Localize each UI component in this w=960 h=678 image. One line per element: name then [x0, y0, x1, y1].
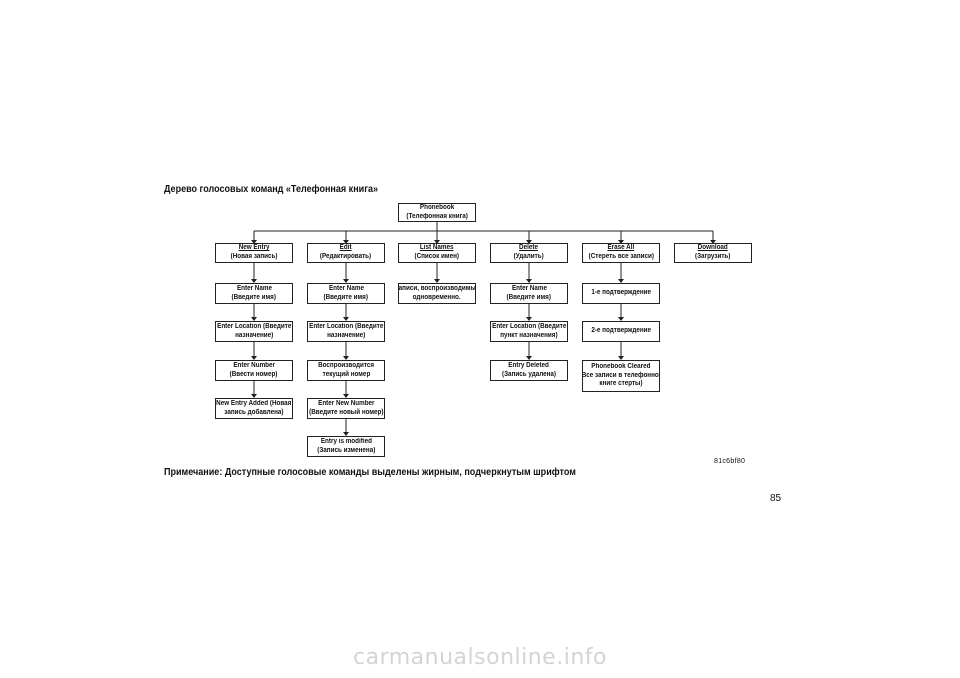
- erase-all-step-node: 1-е подтверждение: [582, 283, 660, 304]
- new-entry-step-node: New Entry Added (Новая запись добавлена): [215, 398, 293, 419]
- node-label: Воспроизводится: [318, 361, 374, 369]
- node-sublabel: (Введите имя): [231, 293, 277, 301]
- delete-step-node: Entry Deleted (Запись удалена): [490, 360, 568, 381]
- edit-step-node: Entry is modified (Запись изменена): [307, 436, 385, 457]
- edit-step-node: Enter Name (Введите имя): [307, 283, 385, 304]
- edit-command-node: Edit (Редактировать): [307, 243, 385, 263]
- new-entry-command-node: New Entry (Новая запись): [215, 243, 293, 263]
- node-sublabel: (Введите новый номер): [308, 408, 384, 416]
- edit-step-node: Enter New Number (Введите новый номер): [307, 398, 385, 419]
- node-sublabel: (Все записи в телефонной: [582, 371, 660, 379]
- node-label: Phonebook Cleared: [591, 363, 651, 371]
- node-sublabel: (Запись удалена): [501, 370, 557, 378]
- node-label: 1-е подтверждение: [591, 289, 651, 297]
- node-sublabel: (Введите имя): [323, 293, 369, 301]
- node-sublabel: назначение): [234, 331, 274, 339]
- node-label: Phonebook: [419, 203, 455, 211]
- node-sublabel: назначение): [326, 331, 366, 339]
- delete-step-node: Enter Location (Введите пункт назначения…: [490, 321, 568, 342]
- watermark: carmanualsonline.info: [353, 645, 607, 670]
- node-label: New Entry Added (Новая: [216, 399, 292, 407]
- node-label: Enter Location (Введите: [308, 322, 384, 330]
- node-label: Enter Location (Введите: [491, 322, 567, 330]
- node-sublabel: (Введите имя): [506, 293, 552, 301]
- page-number: 85: [770, 493, 782, 504]
- node-sublabel: книге стерты): [599, 380, 643, 388]
- node-label: Entry Deleted: [508, 361, 550, 369]
- download-command-node: Download (Загрузить): [674, 243, 752, 263]
- phonebook-root-node: Phonebook (Телефонная книга): [398, 203, 476, 222]
- node-sublabel: (Загрузить): [695, 253, 731, 260]
- node-sublabel: одновременно.: [413, 293, 461, 301]
- node-label: Delete: [519, 244, 539, 252]
- node-label: Enter Name: [511, 284, 547, 292]
- node-label: Записи, воспроизводимые: [398, 284, 476, 292]
- node-label: Enter Name: [236, 284, 272, 292]
- node-label: 2-е подтверждение: [591, 327, 651, 335]
- node-label: Enter Number: [233, 361, 275, 369]
- node-sublabel: текущий номер: [322, 370, 370, 378]
- node-label: Download: [697, 244, 729, 252]
- node-sublabel: (Удалить): [513, 253, 545, 260]
- list-names-command-node: List Names (Список имен): [398, 243, 476, 263]
- node-label: Enter Location (Введите: [216, 322, 292, 330]
- node-sublabel: (Редактировать): [320, 253, 372, 260]
- erase-all-command-node: Erase All (Стереть все записи): [582, 243, 660, 263]
- node-sublabel: (Ввести номер): [230, 370, 278, 378]
- erase-all-step-node: Phonebook Cleared (Все записи в телефонн…: [582, 360, 660, 392]
- node-label: Enter New Number: [317, 399, 375, 407]
- delete-step-node: Enter Name (Введите имя): [490, 283, 568, 304]
- delete-command-node: Delete (Удалить): [490, 243, 568, 263]
- edit-step-node: Enter Location (Введите назначение): [307, 321, 385, 342]
- node-label: Erase All: [607, 244, 635, 252]
- node-sublabel: (Новая запись): [230, 253, 278, 260]
- node-sublabel: пункт назначения): [500, 331, 558, 339]
- node-sublabel: (Список имен): [414, 253, 460, 260]
- node-label: New Entry: [238, 244, 270, 252]
- page-title: Дерево голосовых команд «Телефонная книг…: [164, 183, 379, 195]
- footnote: Примечание: Доступные голосовые команды …: [164, 466, 576, 478]
- node-label: Entry is modified: [320, 437, 372, 445]
- node-sublabel: (Телефонная книга): [406, 212, 468, 220]
- node-sublabel: запись добавлена): [224, 408, 284, 416]
- new-entry-step-node: Enter Location (Введите назначение): [215, 321, 293, 342]
- new-entry-step-node: Enter Number (Ввести номер): [215, 360, 293, 381]
- figure-code: 81c6bf80: [714, 458, 746, 465]
- list-names-step-node: Записи, воспроизводимые одновременно.: [398, 283, 476, 304]
- node-label: Edit: [340, 244, 352, 252]
- node-label: List Names: [420, 244, 454, 252]
- node-sublabel: (Стереть все записи): [588, 253, 654, 260]
- new-entry-step-node: Enter Name (Введите имя): [215, 283, 293, 304]
- erase-all-step-node: 2-е подтверждение: [582, 321, 660, 342]
- node-label: Enter Name: [328, 284, 364, 292]
- edit-step-node: Воспроизводится текущий номер: [307, 360, 385, 381]
- node-sublabel: (Запись изменена): [316, 446, 376, 454]
